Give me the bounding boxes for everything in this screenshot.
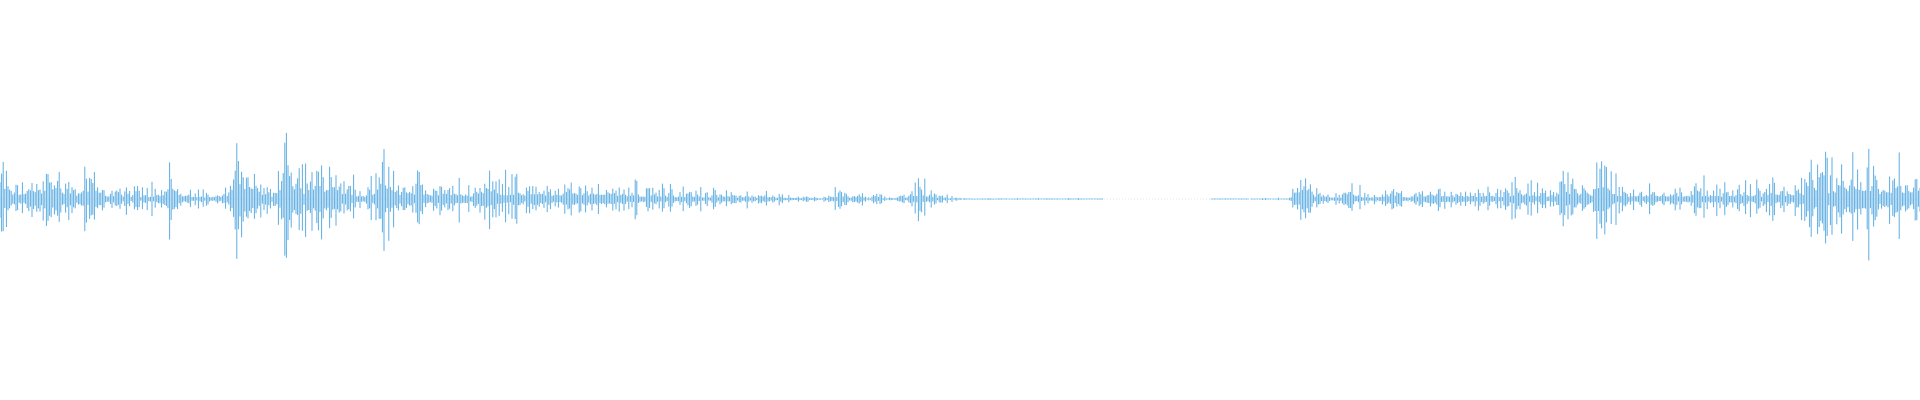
waveform-bars xyxy=(0,132,1920,261)
